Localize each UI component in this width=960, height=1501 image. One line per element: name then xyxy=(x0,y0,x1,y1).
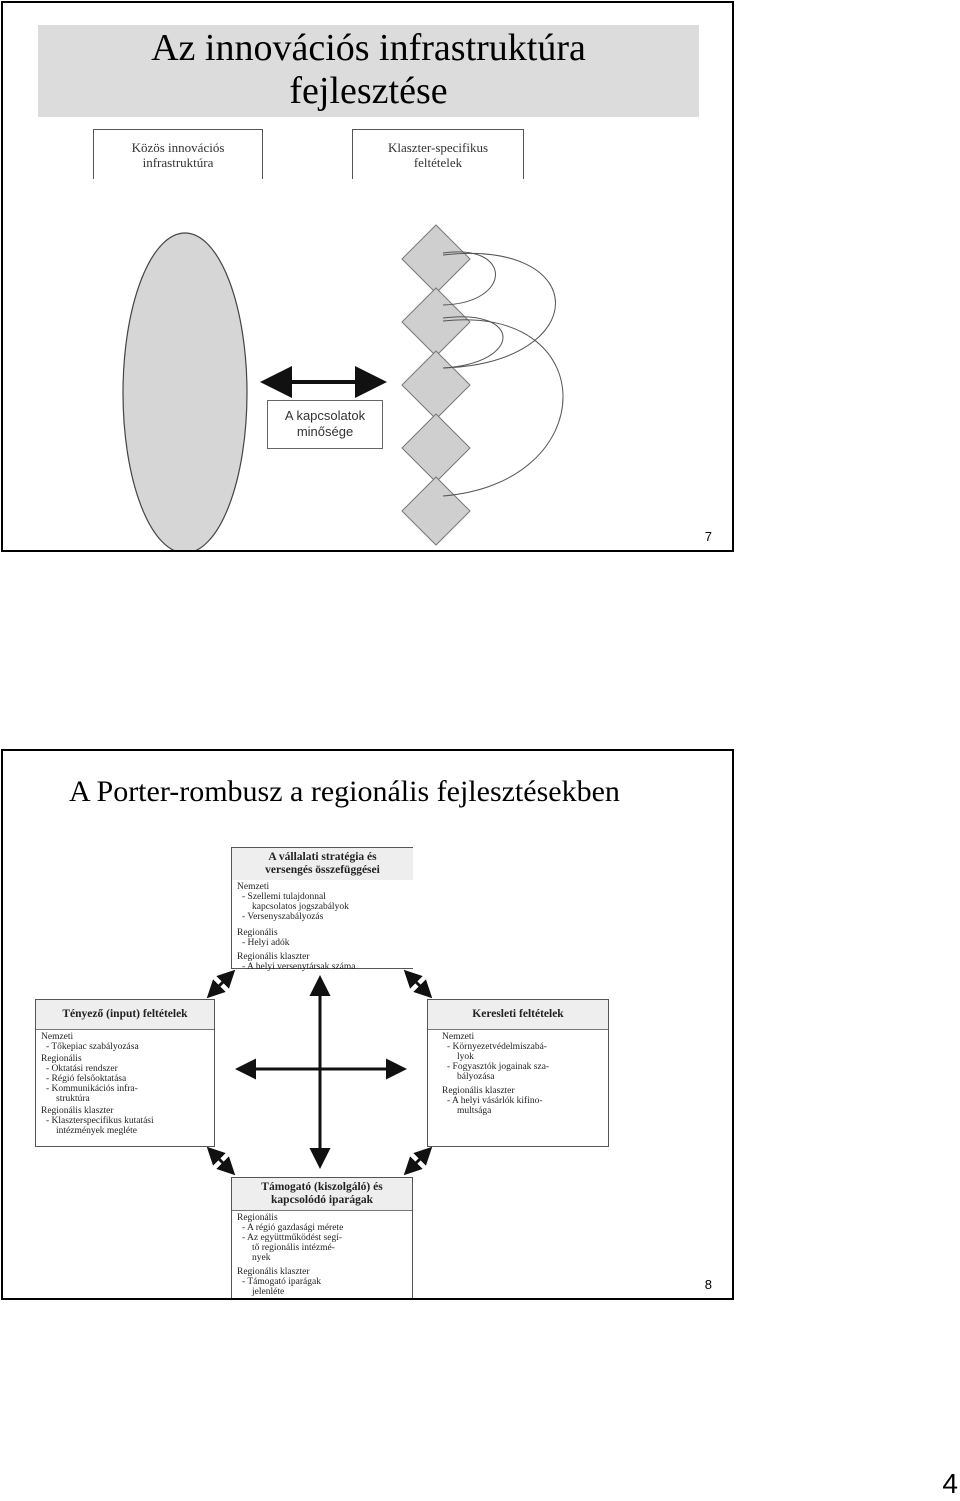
factor-heading: Tényező (input) feltételek xyxy=(36,1000,214,1029)
text-line: - Szellemi tulajdonnal xyxy=(242,892,326,902)
text-line: - A régió gazdasági mérete xyxy=(242,1223,344,1233)
infrastructure-diagram xyxy=(122,224,564,550)
heading-line: kapcsolódó iparágak xyxy=(271,1194,373,1206)
text-line: Regionális klaszter xyxy=(442,1086,515,1096)
text-line: - Oktatási rendszer xyxy=(46,1064,118,1074)
text-line: - Az együttműködést segí- xyxy=(242,1233,342,1243)
title-line-2: fejlesztése xyxy=(289,70,448,112)
title-line-1: Az innovációs infrastruktúra xyxy=(151,27,586,69)
demand-conditions-box: Keresleti feltételek Nemzeti - Környezet… xyxy=(427,999,609,1147)
text-line: - Helyi adók xyxy=(242,938,290,948)
demand-heading: Keresleti feltételek xyxy=(428,1000,608,1029)
text-line: Regionális xyxy=(237,1213,278,1223)
text-line: - A helyi vásárlók kifino- xyxy=(447,1096,543,1106)
porter-diamond-arrows xyxy=(206,969,433,1176)
text-line: - Régió felsőoktatása xyxy=(46,1074,127,1084)
header-line: Klaszter-specifikus xyxy=(387,140,489,155)
text-line: multsága xyxy=(457,1106,492,1116)
text-line: Nemzeti xyxy=(41,1032,74,1042)
strategy-text: Nemzeti - Szellemi tulajdonnal kapcsolat… xyxy=(232,880,413,974)
text-line: lyok xyxy=(457,1052,474,1062)
diamond-3 xyxy=(401,350,471,420)
text-line: jelenléte xyxy=(252,1287,285,1297)
diag-arrow-bottom-left xyxy=(206,1146,236,1176)
text-line: - Támogató iparágak xyxy=(242,1277,321,1287)
text-line: - Fogyasztók jogainak sza- xyxy=(447,1062,550,1072)
cluster-diamonds xyxy=(401,224,471,546)
connection-quality-box: A kapcsolatok minősége xyxy=(267,400,383,449)
support-heading: Támogató (kiszolgáló) és kapcsolódó ipar… xyxy=(232,1178,412,1210)
text-line: Regionális xyxy=(41,1054,82,1064)
header-line: feltételek xyxy=(413,155,463,170)
support-text: Regionális - A régió gazdasági mérete - … xyxy=(232,1210,412,1298)
text-line: Regionális klaszter xyxy=(237,1267,310,1277)
page-number: 7 xyxy=(704,529,712,544)
diamond-1 xyxy=(401,224,471,294)
diag-arrow-top-left xyxy=(206,969,236,999)
slide-8: A Porter-rombusz a regionális fejlesztés… xyxy=(1,749,734,1300)
diamond-4 xyxy=(401,413,471,483)
title-band xyxy=(38,25,699,117)
factor-text: Nemzeti - Tőkepiac szabályozása Regionál… xyxy=(36,1029,214,1138)
text-line: - Tőkepiac szabályozása xyxy=(46,1042,139,1052)
text-line: tő regionális intézmé- xyxy=(252,1243,335,1253)
sheet-number: 4 xyxy=(942,1468,958,1499)
slide-7: Az innovációs infrastruktúra fejlesztése… xyxy=(1,1,734,552)
text-line: Regionális klaszter xyxy=(41,1106,114,1116)
common-infrastructure-ellipse xyxy=(122,232,248,550)
text-line: - Környezetvédelmiszabá- xyxy=(447,1042,547,1052)
text-line: Regionális xyxy=(237,928,278,938)
cluster-specific-header: Klaszter-specifikus feltételek xyxy=(352,129,524,179)
diag-arrow-top-right xyxy=(403,969,433,999)
page-number: 8 xyxy=(704,1277,712,1292)
text-line: nyek xyxy=(252,1253,271,1263)
supporting-industries-box: Támogató (kiszolgáló) és kapcsolódó ipar… xyxy=(231,1177,413,1298)
slide-7-title: Az innovációs infrastruktúra fejlesztése xyxy=(38,27,699,113)
heading-line: Támogató (kiszolgáló) és xyxy=(261,1181,383,1193)
connection-arcs xyxy=(442,251,564,497)
factor-conditions-box: Tényező (input) feltételek Nemzeti - Tők… xyxy=(35,999,215,1147)
text-line: - Klaszterspecifikus kutatási xyxy=(46,1116,154,1126)
header-line: Közös innovációs xyxy=(131,140,225,155)
demand-text: Nemzeti - Környezetvédelmiszabá- lyok - … xyxy=(428,1029,608,1118)
text-line: - Versenyszabályozás xyxy=(242,912,324,922)
text-line: kapcsolatos jogszabályok xyxy=(252,902,349,912)
quality-line: minősége xyxy=(296,424,354,439)
strategy-box: A vállalati stratégia és versengés össze… xyxy=(231,847,413,972)
text-line: Nemzeti xyxy=(442,1032,475,1042)
quality-line: A kapcsolatok xyxy=(284,408,366,423)
text-line: Regionális klaszter xyxy=(237,952,310,962)
slide-8-title: A Porter-rombusz a regionális fejlesztés… xyxy=(69,775,620,808)
diag-arrow-bottom-right xyxy=(403,1146,433,1176)
text-line: bályozása xyxy=(457,1072,495,1082)
diamond-2 xyxy=(401,287,471,357)
header-line: infrastruktúra xyxy=(142,155,214,170)
text-line: Nemzeti xyxy=(237,882,270,892)
text-line: - Kommunikációs infra- xyxy=(46,1084,138,1094)
common-infrastructure-header: Közös innovációs infrastruktúra xyxy=(93,129,263,179)
text-line: - A helyi versenytársak száma xyxy=(242,962,356,972)
diamond-5 xyxy=(401,476,471,546)
strategy-heading: A vállalati stratégia és versengés össze… xyxy=(232,848,413,880)
text-line: struktúra xyxy=(56,1094,90,1104)
heading-line: versengés összefüggései xyxy=(265,864,380,876)
text-line: intézmények megléte xyxy=(56,1126,137,1136)
heading-line: A vállalati stratégia és xyxy=(268,851,377,863)
